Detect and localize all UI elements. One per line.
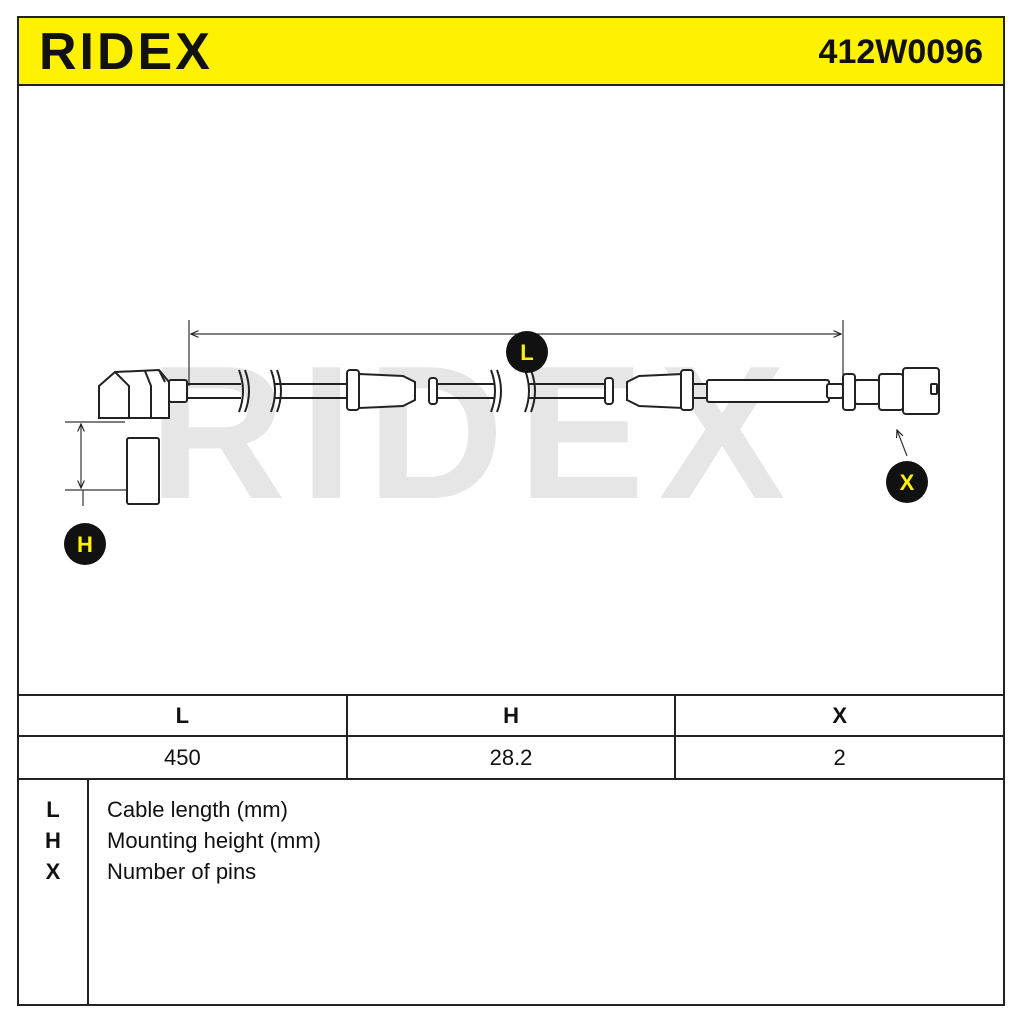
- legend-keys: L H X: [19, 780, 89, 1004]
- legend-descriptions: Cable length (mm) Mounting height (mm) N…: [89, 780, 1003, 1004]
- sensor-probe: [126, 437, 160, 505]
- cable-sleeve: [706, 379, 830, 403]
- legend-key: L: [46, 797, 60, 822]
- part-number: 412W0096: [818, 33, 983, 71]
- cable-grommet-left: [346, 369, 438, 411]
- legend-description: Cable length (mm): [107, 797, 288, 822]
- height-marker-label: H: [77, 532, 93, 557]
- legend: L H X Cable length (mm) Mounting height …: [19, 778, 1003, 1004]
- sensor-drawing: RIDEX: [19, 86, 1003, 694]
- cable: [187, 369, 709, 413]
- height-marker: H: [64, 523, 106, 565]
- length-marker: L: [506, 331, 548, 373]
- connector-body: [902, 367, 940, 415]
- spec-table-values: 450 28.2 2: [19, 737, 1003, 778]
- sensor-housing: [98, 368, 170, 419]
- spec-table: L H X 450 28.2 2: [19, 694, 1003, 778]
- pins-marker: X: [886, 461, 928, 503]
- sensor-drawing-svg: RIDEX: [64, 320, 940, 565]
- spec-table-header: L H X: [19, 696, 1003, 737]
- connector-plug: [706, 367, 940, 415]
- pins-marker-label: X: [900, 470, 915, 495]
- brand-logo: RIDEX: [39, 23, 213, 81]
- housing-edge: [114, 371, 130, 418]
- spec-value-length: 450: [19, 737, 348, 778]
- legend-key: H: [45, 828, 61, 853]
- cable-gland: [168, 379, 188, 403]
- spec-header-height: H: [348, 696, 677, 735]
- legend-description: Number of pins: [107, 859, 257, 884]
- spec-header-length: L: [19, 696, 348, 735]
- spec-header-pins: X: [832, 702, 848, 728]
- spec-value-pins: 2: [833, 744, 846, 770]
- spec-value-height: 28.2: [348, 737, 677, 778]
- legend-description: Mounting height (mm): [107, 828, 321, 853]
- connector-latch: [930, 383, 938, 395]
- legend-key: X: [45, 859, 61, 884]
- watermark-logo: RIDEX: [149, 327, 800, 539]
- header-bar: RIDEX 412W0096: [19, 18, 1003, 86]
- datasheet-frame: RIDEX 412W0096 RIDEX: [17, 16, 1005, 1006]
- housing-ridge: [144, 369, 166, 418]
- length-marker-label: L: [520, 340, 533, 365]
- cable-grommet-right: [604, 369, 694, 411]
- pins-pointer: [897, 430, 908, 457]
- sensor-head: [98, 368, 188, 505]
